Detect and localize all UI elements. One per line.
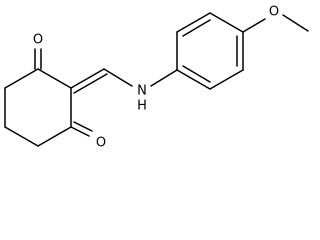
bond-o3-ch3: [282, 14, 309, 32]
bond-ar2-ar3: [176, 12, 211, 33]
bond-c6-c1: [4, 68, 39, 89]
bond-ar5-ar6: [209, 69, 244, 90]
bond-ar4-o3: [242, 18, 266, 33]
atom-label-o2: O: [96, 136, 106, 151]
bond-c3-c4: [37, 126, 72, 147]
atom-labels: O O N H O: [33, 5, 279, 151]
bond-c2-cm-a: [70, 68, 105, 89]
bond-ar3-ar4: [209, 12, 244, 33]
bond-c4-c5: [4, 126, 39, 147]
bonds: [4, 12, 309, 147]
atom-label-o1: O: [33, 33, 43, 48]
bond-c3-o2-a: [70, 126, 90, 137]
bond-cm-n: [103, 68, 133, 87]
chemical-structure: O O N H O: [4, 5, 309, 151]
atom-label-o3: O: [269, 5, 279, 20]
bond-n-ar1: [150, 69, 178, 87]
bond-c1-c2: [37, 68, 72, 89]
atom-label-h: H: [137, 99, 147, 114]
bond-arom-inner-1: [182, 19, 211, 37]
atom-label-n: N: [137, 84, 147, 99]
bond-ar6-ar1: [176, 69, 211, 90]
bond-arom-inner-3: [182, 65, 211, 83]
bond-c3-o2-b: [73, 121, 93, 132]
bond-c2-cm-b: [73, 73, 108, 94]
